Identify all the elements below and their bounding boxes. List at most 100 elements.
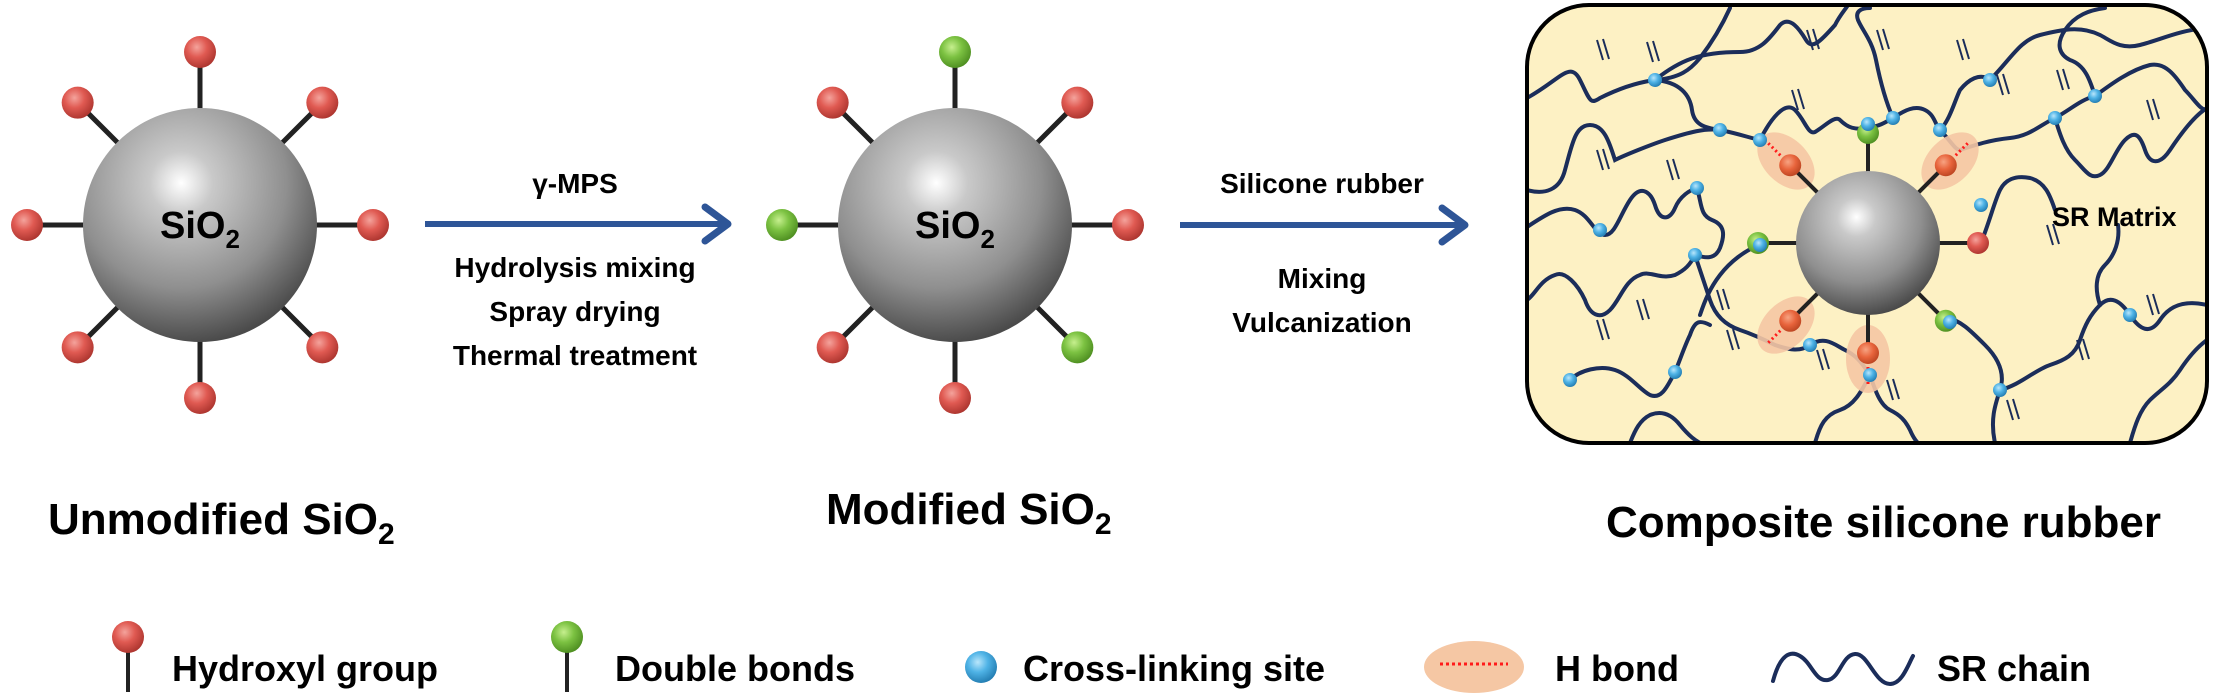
green-ball-stick-icon bbox=[551, 621, 583, 692]
sr-chain bbox=[1653, 7, 1850, 82]
legend-item-double-bonds: Double bonds bbox=[551, 621, 855, 692]
sr-chain bbox=[1698, 243, 1762, 317]
cross-linking-site-icon bbox=[1713, 123, 1727, 137]
legend-item-sr-chain: SR chain bbox=[1771, 648, 2091, 689]
double-bond-mark bbox=[2046, 224, 2054, 246]
hydroxyl-group-icon bbox=[1061, 86, 1094, 119]
double-bond-mark bbox=[1882, 28, 1890, 50]
cross-linking-site-icon bbox=[1983, 73, 1997, 87]
cross-linking-site-icon bbox=[1688, 248, 1702, 262]
double-bond-mark bbox=[1666, 159, 1674, 181]
sio2-sphere bbox=[83, 108, 317, 342]
cross-linking-site-icon bbox=[1863, 368, 1877, 382]
sr-chain bbox=[1988, 26, 2205, 82]
hydroxyl-group-icon bbox=[61, 331, 94, 364]
step-2-process-2: Vulcanization bbox=[1232, 307, 1411, 338]
wavy-chain-icon bbox=[1771, 651, 1915, 687]
blue-ball-icon bbox=[965, 651, 997, 683]
modified-sio2-particle bbox=[766, 36, 1144, 414]
step-1-process-3: Thermal treatment bbox=[453, 340, 697, 371]
step-2-reagent: Silicone rubber bbox=[1220, 168, 1424, 199]
hydroxyl-group-icon bbox=[61, 86, 94, 119]
h-bonded-hydroxyl-icon bbox=[1779, 154, 1802, 177]
legend-label-hydroxyl: Hydroxyl group bbox=[172, 648, 438, 689]
double-bond-mark bbox=[1806, 29, 1814, 51]
cross-linking-site-icon bbox=[1690, 181, 1704, 195]
modified-sphere-label: SiO2 bbox=[915, 205, 995, 254]
double-bond-mark bbox=[1636, 299, 1644, 321]
cross-linking-site-icon bbox=[1648, 73, 1662, 87]
double-bond-mark bbox=[2152, 98, 2160, 120]
step-2-process-1: Mixing bbox=[1278, 263, 1367, 294]
hydroxyl-group-icon bbox=[1112, 209, 1144, 241]
double-bond-mark bbox=[2006, 399, 2014, 421]
cross-linking-site-icon bbox=[1933, 123, 1947, 137]
double-bond-icon bbox=[1061, 331, 1094, 364]
double-bond-mark bbox=[2082, 338, 2090, 360]
unmodified-caption: Unmodified SiO2 bbox=[48, 495, 395, 551]
hydroxyl-group-icon bbox=[11, 209, 43, 241]
double-bond-mark bbox=[1602, 148, 1610, 170]
legend-item-hydroxyl: Hydroxyl group bbox=[112, 621, 438, 692]
double-bond-mark bbox=[2052, 223, 2060, 245]
hydroxyl-group-icon bbox=[184, 36, 216, 68]
cross-linking-site-icon bbox=[1753, 133, 1767, 147]
sr-chain bbox=[2053, 106, 2205, 179]
hydroxyl-group-icon bbox=[306, 331, 339, 364]
unmodified-sio2-particle bbox=[11, 36, 389, 414]
double-bond-mark bbox=[2062, 68, 2070, 90]
double-bond-mark bbox=[1732, 328, 1740, 350]
modified-caption: Modified SiO2 bbox=[826, 485, 1112, 541]
composite-matrix-box: SR Matrix bbox=[1525, 3, 2209, 445]
sr-chain bbox=[2128, 338, 2205, 441]
cross-linking-site-icon bbox=[1803, 338, 1817, 352]
sr-chain bbox=[2094, 223, 2121, 307]
sio2-sphere bbox=[1796, 171, 1940, 315]
cross-linking-site-icon bbox=[1886, 111, 1900, 125]
composite-caption: Composite silicone rubber bbox=[1606, 498, 2161, 547]
double-bond-mark bbox=[1892, 378, 1900, 400]
double-bond-mark bbox=[1886, 379, 1894, 401]
composite-sio2-particle bbox=[1747, 122, 1989, 393]
double-bond-icon bbox=[939, 36, 971, 68]
legend-label-crosslink: Cross-linking site bbox=[1023, 648, 1325, 689]
double-bond-icon bbox=[766, 209, 798, 241]
h-bond-ellipse-icon bbox=[1424, 641, 1524, 693]
double-bond-mark bbox=[1822, 348, 1830, 370]
hydroxyl-group-icon bbox=[306, 86, 339, 119]
sr-chain-network bbox=[1529, 7, 2205, 441]
double-bond-mark bbox=[1812, 28, 1820, 50]
step-1-process-1: Hydrolysis mixing bbox=[454, 252, 695, 283]
double-bond-mark bbox=[1652, 40, 1660, 62]
double-bond-mark bbox=[2012, 398, 2020, 420]
sio2-sphere bbox=[838, 108, 1072, 342]
sr-chain bbox=[1653, 78, 1762, 142]
sr-chain bbox=[1945, 316, 2004, 441]
cross-linking-site-icon bbox=[2048, 111, 2062, 125]
red-ball-stick-icon bbox=[112, 621, 144, 692]
double-bond-mark bbox=[1672, 158, 1680, 180]
double-bond-mark bbox=[1791, 89, 1799, 111]
sr-chain bbox=[1693, 186, 1726, 260]
h-bonded-hydroxyl-icon bbox=[1934, 154, 1957, 177]
double-bond-mark bbox=[1596, 319, 1604, 341]
cross-linking-site-icon bbox=[1753, 238, 1767, 252]
sr-chain bbox=[1628, 411, 1702, 441]
sr-matrix-label: SR Matrix bbox=[2052, 202, 2177, 232]
step-2-arrow bbox=[1180, 204, 1469, 246]
sr-chain bbox=[1529, 186, 1699, 238]
h-bonded-hydroxyl-icon bbox=[1857, 342, 1879, 364]
double-bond-mark bbox=[1602, 38, 1610, 60]
double-bond-mark bbox=[1797, 88, 1805, 110]
h-bonded-hydroxyl-icon bbox=[1779, 309, 1802, 332]
h-bond-dash bbox=[1766, 329, 1782, 345]
double-bond-mark bbox=[1642, 298, 1650, 320]
double-bond-mark bbox=[2002, 73, 2010, 95]
legend-label-sr-chain: SR chain bbox=[1937, 648, 2091, 689]
step-1-arrow bbox=[425, 203, 732, 245]
sr-chain bbox=[1568, 320, 1712, 398]
hydroxyl-group-icon bbox=[1967, 232, 1989, 254]
double-bond-mark bbox=[1646, 41, 1654, 63]
cross-linking-site-icon bbox=[1668, 365, 1682, 379]
